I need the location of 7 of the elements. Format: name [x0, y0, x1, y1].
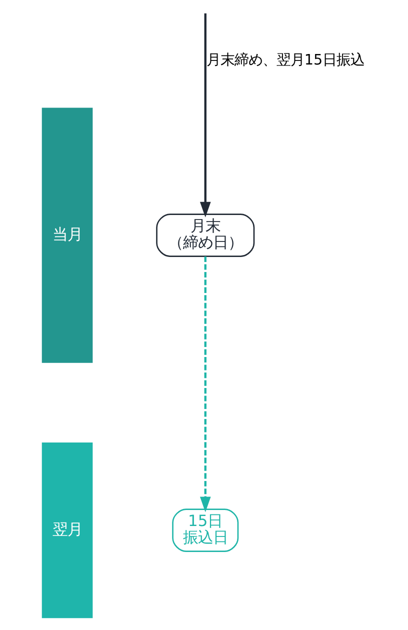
arrow: [200, 256, 211, 512]
node-box: 当月: [42, 108, 93, 363]
arrow: [200, 13, 211, 218]
node-box: 翌月: [42, 442, 93, 618]
node-box: 15日 振込日: [172, 508, 239, 552]
node-box: 月末 （締め日）: [156, 214, 255, 257]
edge-label: 月末締め、翌月15日振込: [206, 52, 365, 68]
